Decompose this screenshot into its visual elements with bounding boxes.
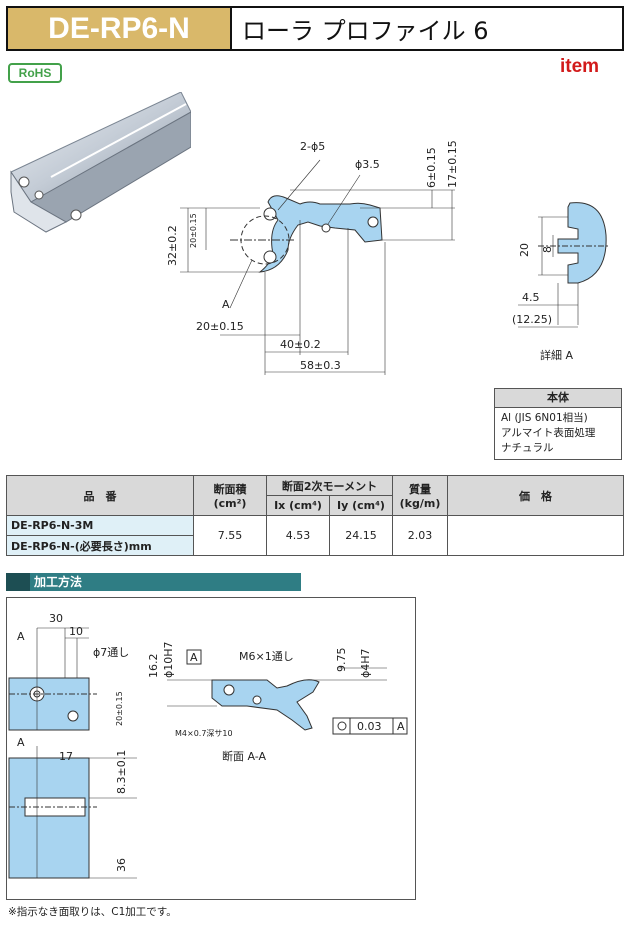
mach-d17: 17 — [59, 750, 73, 763]
label-32: 32±0.2 — [166, 225, 179, 266]
detail-8: 8 — [541, 246, 554, 253]
label-20b: 20±0.15 — [189, 213, 198, 248]
spec-table: 品 番 断面積(cm²) 断面2次モーメント 質量(kg/m) 価 格 Ix (… — [6, 475, 624, 556]
th-part: 品 番 — [6, 475, 194, 516]
mach-d10: 10 — [69, 625, 83, 638]
rohs-badge: RoHS — [8, 63, 62, 83]
mach-section-caption: 断面 A-A — [222, 749, 267, 763]
material-title: 本体 — [495, 389, 621, 408]
mach-m4: M4×0.7深サ10 — [175, 729, 233, 738]
profile-3d-illustration — [10, 92, 191, 233]
mach-A2: A — [17, 736, 25, 749]
material-line-3: ナチュラル — [501, 442, 554, 454]
mach-d20: 20±0.15 — [115, 691, 124, 726]
label-20: 20±0.15 — [196, 320, 244, 333]
th-area: 断面積(cm²) — [193, 475, 267, 516]
mach-datum-box: A — [190, 651, 198, 664]
mass-value: 2.03 — [392, 515, 448, 556]
label-phi35: ϕ3.5 — [355, 158, 380, 171]
iy-value: 24.15 — [329, 515, 393, 556]
th-ix: Ix (cm⁴) — [266, 495, 330, 516]
mach-phi4h7: ϕ4H7 — [359, 648, 372, 678]
material-line-1: Al (JIS 6N01相当) — [501, 412, 588, 424]
th-iy: Iy (cm⁴) — [329, 495, 393, 516]
machining-title-bar — [6, 573, 30, 591]
label-A: A — [222, 298, 230, 311]
footnote: ※指示なき面取りは、C1加工です。 — [8, 906, 177, 918]
detail-a-drawing: 20 8 4.5 (12.25) 詳細 A — [512, 202, 608, 362]
mach-A1: A — [17, 630, 25, 643]
mach-m6: M6×1通し — [239, 650, 294, 663]
product-code-header: DE-RP6-N — [6, 6, 232, 51]
detail-1225: (12.25) — [512, 313, 552, 326]
product-name-header: ローラ プロファイル 6 — [230, 6, 624, 51]
price-value — [447, 515, 624, 556]
brand-logo: item — [560, 56, 600, 77]
label-2phi5: 2-ϕ5 — [300, 140, 325, 153]
machining-title: 加工方法 — [6, 573, 301, 591]
material-line-2: アルマイト表面処理 — [501, 427, 596, 439]
detail-45: 4.5 — [522, 291, 540, 304]
mach-d162: 16.2 — [147, 654, 160, 679]
th-moment: 断面2次モーメント — [266, 475, 393, 496]
area-value: 7.55 — [193, 515, 267, 556]
material-box: 本体 Al (JIS 6N01相当) アルマイト表面処理 ナチュラル — [494, 388, 622, 460]
th-mass: 質量(kg/m) — [392, 475, 448, 516]
mach-coax: 0.03 — [357, 720, 382, 733]
cross-section-drawing: 2-ϕ5 ϕ3.5 32±0.2 20±0.15 6±0.15 17±0.15 … — [166, 140, 459, 375]
label-6: 6±0.15 — [425, 147, 438, 188]
machining-drawing: 30 10 ϕ7通し 20±0.15 A 17 8.3±0.1 36 A 16.… — [8, 612, 408, 879]
label-40: 40±0.2 — [280, 338, 321, 351]
mach-d83: 8.3±0.1 — [115, 750, 128, 794]
mach-d975: 9.75 — [335, 648, 348, 673]
detail-20: 20 — [518, 243, 531, 257]
part-row-1: DE-RP6-N-3M — [6, 515, 194, 536]
mach-coax-datum: A — [397, 720, 405, 733]
detail-caption: 詳細 A — [540, 348, 573, 362]
machining-drawing-box: 30 10 ϕ7通し 20±0.15 A 17 8.3±0.1 36 A 16.… — [6, 597, 416, 900]
mach-d30: 30 — [49, 612, 63, 625]
mach-phi7: ϕ7通し — [93, 646, 129, 659]
label-58: 58±0.3 — [300, 359, 341, 372]
mach-d36: 36 — [115, 858, 128, 872]
label-17: 17±0.15 — [446, 140, 459, 188]
mach-phi10h7: ϕ10H7 — [162, 641, 175, 678]
part-row-2: DE-RP6-N-(必要長さ)mm — [6, 535, 194, 556]
th-price: 価 格 — [447, 475, 624, 516]
ix-value: 4.53 — [266, 515, 330, 556]
